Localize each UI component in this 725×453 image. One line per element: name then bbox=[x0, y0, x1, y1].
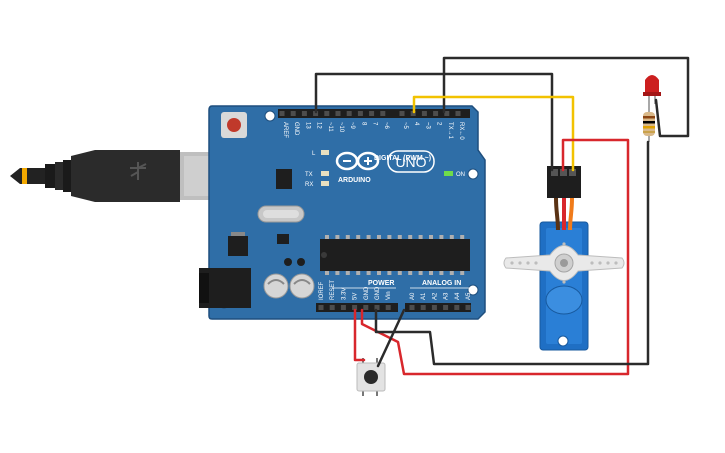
small-chip bbox=[277, 234, 289, 244]
digital-pin-label: 2 bbox=[436, 122, 442, 126]
power-pin-socket[interactable] bbox=[374, 305, 380, 310]
digital-pin-socket[interactable] bbox=[357, 111, 363, 116]
usb-chip bbox=[276, 169, 292, 189]
wire-gnd-button bbox=[376, 308, 406, 368]
voltage-regulator bbox=[228, 236, 248, 256]
usb-cable-icon[interactable] bbox=[10, 150, 242, 202]
power-pin-label: 5V bbox=[353, 293, 359, 300]
analog-pin-socket[interactable] bbox=[420, 305, 426, 310]
wire-5v-button bbox=[353, 308, 366, 362]
power-pin-label: GND bbox=[364, 286, 370, 300]
analog-pin-label: A3 bbox=[444, 292, 450, 300]
analog-pin-socket[interactable] bbox=[409, 305, 415, 310]
power-pin-socket[interactable] bbox=[340, 305, 346, 310]
power-analog-pin-sockets[interactable] bbox=[318, 305, 471, 310]
wire-gnd-resistor bbox=[374, 140, 650, 366]
digital-pin-label: RX←0 bbox=[458, 122, 464, 140]
power-pin-label: RESET bbox=[330, 280, 336, 300]
digital-pin-socket[interactable] bbox=[399, 111, 405, 116]
led-label-tx: TX bbox=[305, 172, 313, 178]
digital-pin-label: 7 bbox=[372, 122, 378, 126]
power-jack-icon[interactable] bbox=[199, 268, 251, 308]
wire-gnd-servo bbox=[314, 72, 554, 172]
analog-pin-label: A2 bbox=[432, 292, 438, 300]
digital-pin-socket[interactable] bbox=[369, 111, 375, 116]
red-led-icon[interactable] bbox=[643, 75, 661, 106]
power-pin-label: IOREF bbox=[319, 281, 325, 300]
arduino-logo-text: ARDUINO bbox=[338, 177, 371, 184]
analog-pin-socket[interactable] bbox=[431, 305, 437, 310]
capacitor-right bbox=[289, 273, 315, 299]
wire-pin5-servo bbox=[412, 95, 575, 172]
arduino-uno-board[interactable]: AREF GND 13 12 ~11 ~10 ~9 8 7 ~6 ~5 4 ~3 2 TX→1 RX←0 DI… bbox=[199, 105, 486, 320]
wire-5v-servo bbox=[360, 138, 630, 376]
digital-header-label: DIGITAL (PWM ~) bbox=[374, 155, 431, 162]
servo-motor-icon[interactable] bbox=[503, 166, 625, 351]
digital-pin-sockets[interactable] bbox=[279, 111, 461, 116]
analog-pin-label: A1 bbox=[421, 292, 427, 300]
arduino-logo: ARDUINO bbox=[335, 151, 380, 184]
analog-header-strip bbox=[405, 303, 471, 312]
atmega-chip bbox=[320, 239, 470, 271]
uno-label: UNO bbox=[395, 154, 426, 170]
digital-pin-label: 13 bbox=[304, 122, 310, 129]
digital-pin-label: 8 bbox=[360, 122, 366, 126]
led-label-l: L bbox=[312, 151, 316, 157]
power-pin-socket[interactable] bbox=[318, 305, 324, 310]
wires bbox=[314, 56, 690, 376]
digital-pin-label: ~6 bbox=[383, 122, 389, 130]
digital-pin-socket[interactable] bbox=[346, 111, 352, 116]
power-pin-socket[interactable] bbox=[363, 305, 369, 310]
power-pin-label: 3.3V bbox=[341, 288, 347, 300]
onboard-leds: L TX RX bbox=[305, 150, 329, 188]
power-pin-socket[interactable] bbox=[352, 305, 358, 310]
wire-pin2-led bbox=[442, 56, 690, 138]
digital-pin-label: ~5 bbox=[402, 122, 408, 130]
power-header-label: POWER bbox=[368, 280, 394, 287]
digital-pin-socket[interactable] bbox=[301, 111, 307, 116]
digital-pin-socket[interactable] bbox=[279, 111, 285, 116]
analog-pin-label: A0 bbox=[410, 292, 416, 300]
power-analog-pin-labels: IOREF RESET 3.3V 5V GND GND Vin A0 A1 A2 A3 A4 A5 bbox=[319, 280, 472, 300]
analog-header-label: ANALOG IN bbox=[422, 280, 461, 287]
digital-pin-socket[interactable] bbox=[410, 111, 416, 116]
on-label: ON bbox=[456, 172, 465, 178]
digital-pin-label: GND bbox=[293, 122, 299, 136]
digital-pin-socket[interactable] bbox=[380, 111, 386, 116]
led-label-rx: RX bbox=[305, 182, 313, 188]
power-pin-label: Vin bbox=[386, 291, 392, 300]
digital-pin-label: ~10 bbox=[338, 122, 344, 133]
digital-pin-labels: AREF GND 13 12 ~11 ~10 ~9 8 7 ~6 ~5 4 ~3 2 TX→1 RX←0 bbox=[282, 122, 464, 140]
digital-pin-label: ~9 bbox=[349, 122, 355, 130]
digital-pin-socket[interactable] bbox=[313, 111, 319, 116]
digital-pin-socket[interactable] bbox=[455, 111, 461, 116]
digital-pin-label: ~11 bbox=[327, 122, 333, 132]
analog-pin-label: A4 bbox=[455, 292, 461, 300]
digital-pin-socket[interactable] bbox=[324, 111, 330, 116]
reset-button-icon[interactable] bbox=[221, 112, 247, 138]
analog-pin-socket[interactable] bbox=[465, 305, 471, 310]
analog-pin-socket[interactable] bbox=[454, 305, 460, 310]
pushbutton-icon[interactable] bbox=[356, 358, 386, 396]
digital-pin-label: 4 bbox=[413, 122, 419, 126]
power-pin-label: GND bbox=[375, 286, 381, 300]
uno-badge: UNO bbox=[387, 150, 435, 173]
capacitor-left bbox=[263, 273, 289, 299]
power-pin-socket[interactable] bbox=[385, 305, 391, 310]
digital-pin-socket[interactable] bbox=[444, 111, 450, 116]
analog-pin-socket[interactable] bbox=[443, 305, 449, 310]
digital-pin-socket[interactable] bbox=[290, 111, 296, 116]
analog-pin-label: A5 bbox=[466, 292, 472, 300]
resistor-icon[interactable] bbox=[643, 106, 655, 142]
power-pin-socket[interactable] bbox=[329, 305, 335, 310]
digital-pin-label: ~3 bbox=[424, 122, 430, 130]
digital-pin-label: TX→1 bbox=[447, 122, 453, 140]
digital-pin-socket[interactable] bbox=[335, 111, 341, 116]
digital-pin-socket[interactable] bbox=[433, 111, 439, 116]
power-led: ON bbox=[444, 171, 465, 178]
digital-pin-label: 12 bbox=[316, 122, 322, 129]
digital-pin-socket[interactable] bbox=[421, 111, 427, 116]
digital-pin-label: AREF bbox=[282, 122, 288, 138]
